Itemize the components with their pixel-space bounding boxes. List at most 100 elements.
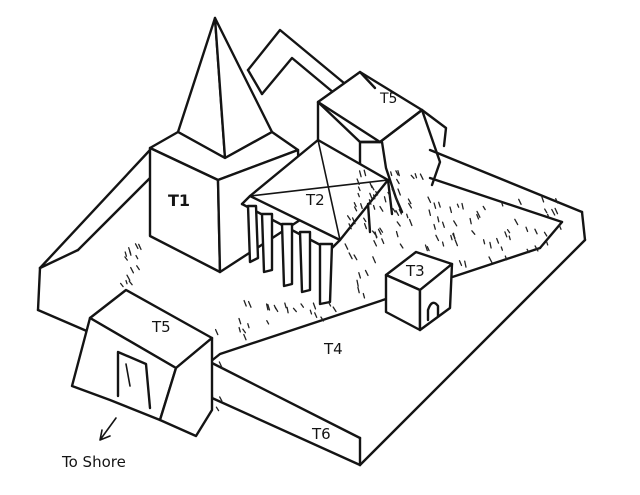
stipple-mark <box>543 231 548 237</box>
stipple-mark <box>214 328 219 336</box>
stipple-mark <box>372 256 377 264</box>
stipple-mark <box>410 174 415 180</box>
stipple-mark <box>273 304 277 310</box>
labels: T1 T2 T3 T4 T5 T5 T6 <box>151 91 425 443</box>
stipple-mark <box>119 282 124 288</box>
stipple-mark <box>525 226 529 233</box>
stipple-mark <box>375 190 379 196</box>
stipple-mark <box>377 228 382 235</box>
stipple-mark <box>344 243 349 250</box>
stipple-mark <box>555 198 559 204</box>
stipple-mark <box>395 230 399 238</box>
stipple-mark <box>394 196 400 204</box>
stipple-mark <box>544 208 548 214</box>
stipple-mark <box>540 195 545 203</box>
stipple-mark <box>356 279 359 287</box>
stipple-mark <box>369 181 373 189</box>
stipple-mark <box>482 205 486 211</box>
stipple-mark <box>247 300 252 308</box>
stipple-mark <box>128 280 133 286</box>
stipple-mark <box>348 223 352 230</box>
stipple-mark <box>242 328 247 334</box>
stipple-mark <box>360 203 363 210</box>
stipple-mark <box>407 198 412 205</box>
stipple-mark <box>504 255 508 261</box>
stipple-mark <box>433 202 437 209</box>
stipple-mark <box>426 246 430 252</box>
stipple-mark <box>545 240 549 246</box>
stipple-mark <box>368 199 372 205</box>
stipple-mark <box>300 303 305 308</box>
stipple-mark <box>357 192 360 198</box>
stipple-mark <box>356 178 360 186</box>
stipple-mark <box>379 205 384 212</box>
stipple-mark <box>395 209 400 216</box>
stipple-mark <box>500 201 504 207</box>
stipple-mark <box>471 230 476 235</box>
stipple-mark <box>286 306 289 314</box>
stipple-mark <box>364 269 369 277</box>
stipple-mark <box>219 396 223 402</box>
stipple-mark <box>461 202 464 210</box>
stipple-mark <box>406 213 409 219</box>
stipple-mark <box>476 210 481 218</box>
stipple-mark <box>363 217 367 223</box>
stipple-mark <box>441 221 445 228</box>
stipple-mark <box>243 299 247 307</box>
stipple-mark <box>424 244 428 252</box>
stipple-mark <box>518 198 522 205</box>
stipple-mark <box>371 230 376 236</box>
stipple-mark <box>454 239 459 247</box>
stipple-mark <box>427 196 432 204</box>
stipple-mark <box>292 307 297 313</box>
stipple-mark <box>357 286 360 294</box>
stipple-mark <box>238 326 241 333</box>
shore-direction: To Shore <box>61 417 126 471</box>
label-t4: T4 <box>323 340 343 358</box>
label-t1: T1 <box>168 191 190 210</box>
gateway-front <box>70 288 214 438</box>
stipple-mark <box>449 206 453 214</box>
stipple-mark <box>327 301 332 307</box>
arrow-down-left-icon <box>99 417 117 441</box>
stipple-mark <box>435 234 440 242</box>
stipple-mark <box>534 228 538 235</box>
stipple-mark <box>408 218 413 227</box>
stipple-mark <box>383 196 387 203</box>
stipple-mark <box>332 306 337 313</box>
label-t5-back: T5 <box>379 91 397 107</box>
stipple-mark <box>346 215 351 221</box>
stipple-mark <box>428 209 432 217</box>
stipple-mark <box>309 309 313 315</box>
stipple-mark <box>399 243 404 249</box>
stipple-mark <box>506 229 511 234</box>
stipple-mark <box>381 238 385 245</box>
stipple-mark <box>489 241 492 249</box>
stipple-mark <box>397 188 401 196</box>
stipple-mark <box>534 245 539 252</box>
stipple-mark <box>265 303 269 311</box>
label-t3: T3 <box>405 262 425 280</box>
stipple-mark <box>469 217 472 225</box>
stipple-mark <box>124 256 128 261</box>
stipple-mark <box>453 220 458 227</box>
stipple-mark <box>130 266 135 274</box>
stipple-mark <box>215 406 220 412</box>
stipple-mark <box>558 224 562 230</box>
stipple-mark <box>438 201 441 208</box>
stipple-mark <box>482 239 486 245</box>
stipple-mark <box>363 169 367 177</box>
stipple-mark <box>353 254 358 261</box>
stipple-mark <box>396 178 400 185</box>
stipple-mark <box>387 191 391 197</box>
stipple-mark <box>408 202 413 209</box>
stipple-mark <box>458 260 463 267</box>
stipple-mark <box>372 204 376 210</box>
tower-t1 <box>148 16 302 274</box>
stipple-mark <box>414 173 418 179</box>
shrine-t3 <box>384 250 454 332</box>
stipple-mark <box>500 246 504 251</box>
stipple-mark <box>320 316 325 322</box>
stipple-mark <box>284 302 287 309</box>
stipple-mark <box>357 186 361 192</box>
